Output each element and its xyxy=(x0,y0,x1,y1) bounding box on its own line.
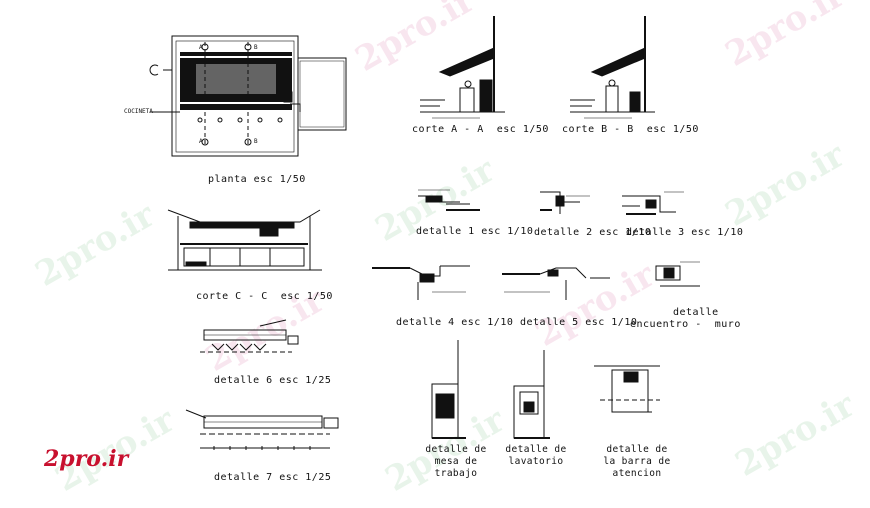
detalle-5-drawing xyxy=(502,267,610,300)
floor-plan xyxy=(149,35,347,157)
detalle-7-drawing xyxy=(185,409,339,450)
encuentro-drawing xyxy=(655,261,700,287)
corte-c-drawing xyxy=(167,209,322,271)
detalle-2-drawing xyxy=(540,191,590,214)
corte-b-drawing xyxy=(570,16,655,119)
plan-section-b-label-bottom: B xyxy=(254,138,258,145)
mesa-label-line: trabajo xyxy=(434,468,478,479)
mesa-label: detalle de mesa de trabajo xyxy=(420,444,492,480)
plan-title: planta esc 1/50 xyxy=(208,174,306,185)
lavatorio-label: detalle de lavatorio xyxy=(500,444,572,468)
corte-a-drawing xyxy=(420,16,505,119)
detalle-5-label: detalle 5 esc 1/10 xyxy=(520,317,638,328)
detalle-6-label: detalle 6 esc 1/25 xyxy=(214,375,332,386)
corte-a-label: corte A - A esc 1/50 xyxy=(412,124,549,135)
site-logo: 2pro.ir xyxy=(44,446,129,472)
detalle-1-drawing xyxy=(418,189,480,211)
lavatorio-label-line: detalle de xyxy=(505,444,567,455)
detalle-4-drawing xyxy=(372,265,470,300)
detalle-7-label: detalle 7 esc 1/25 xyxy=(214,472,332,483)
barra-label-line: detalle de xyxy=(606,444,668,455)
barra-label-line: la barra de xyxy=(603,456,671,467)
detalle-4-label: detalle 4 esc 1/10 xyxy=(396,317,514,328)
encuentro-label-line1: detalle xyxy=(673,307,719,318)
corte-c-label: corte C - C esc 1/50 xyxy=(196,291,333,302)
detalle-1-label: detalle 1 esc 1/10 xyxy=(416,226,534,237)
plan-section-a-label: A xyxy=(199,44,203,51)
mesa-label-line: detalle de xyxy=(425,444,487,455)
corte-b-label: corte B - B esc 1/50 xyxy=(562,124,699,135)
barra-label-line: atencion xyxy=(612,468,662,479)
detalle-3-label: detalle 3 esc 1/10 xyxy=(626,227,744,238)
lavatorio-label-line: lavatorio xyxy=(508,456,564,467)
barra-drawing xyxy=(594,365,660,413)
encuentro-label-line2: encuentro - muro xyxy=(630,319,741,330)
detalle-6-drawing xyxy=(200,319,299,353)
lavatorio-drawing xyxy=(513,350,550,439)
mesa-label-line: mesa de xyxy=(434,456,478,467)
plan-room-label: COCINETA xyxy=(124,108,153,115)
detalle-3-drawing xyxy=(622,191,684,215)
barra-label: detalle de la barra de atencion xyxy=(594,444,680,480)
plan-section-b-label: B xyxy=(254,44,258,51)
mesa-drawing xyxy=(431,340,466,439)
plan-section-a-label-bottom: A xyxy=(199,138,203,145)
detalle-2-label: detalle 2 esc 1/10 xyxy=(534,227,652,238)
